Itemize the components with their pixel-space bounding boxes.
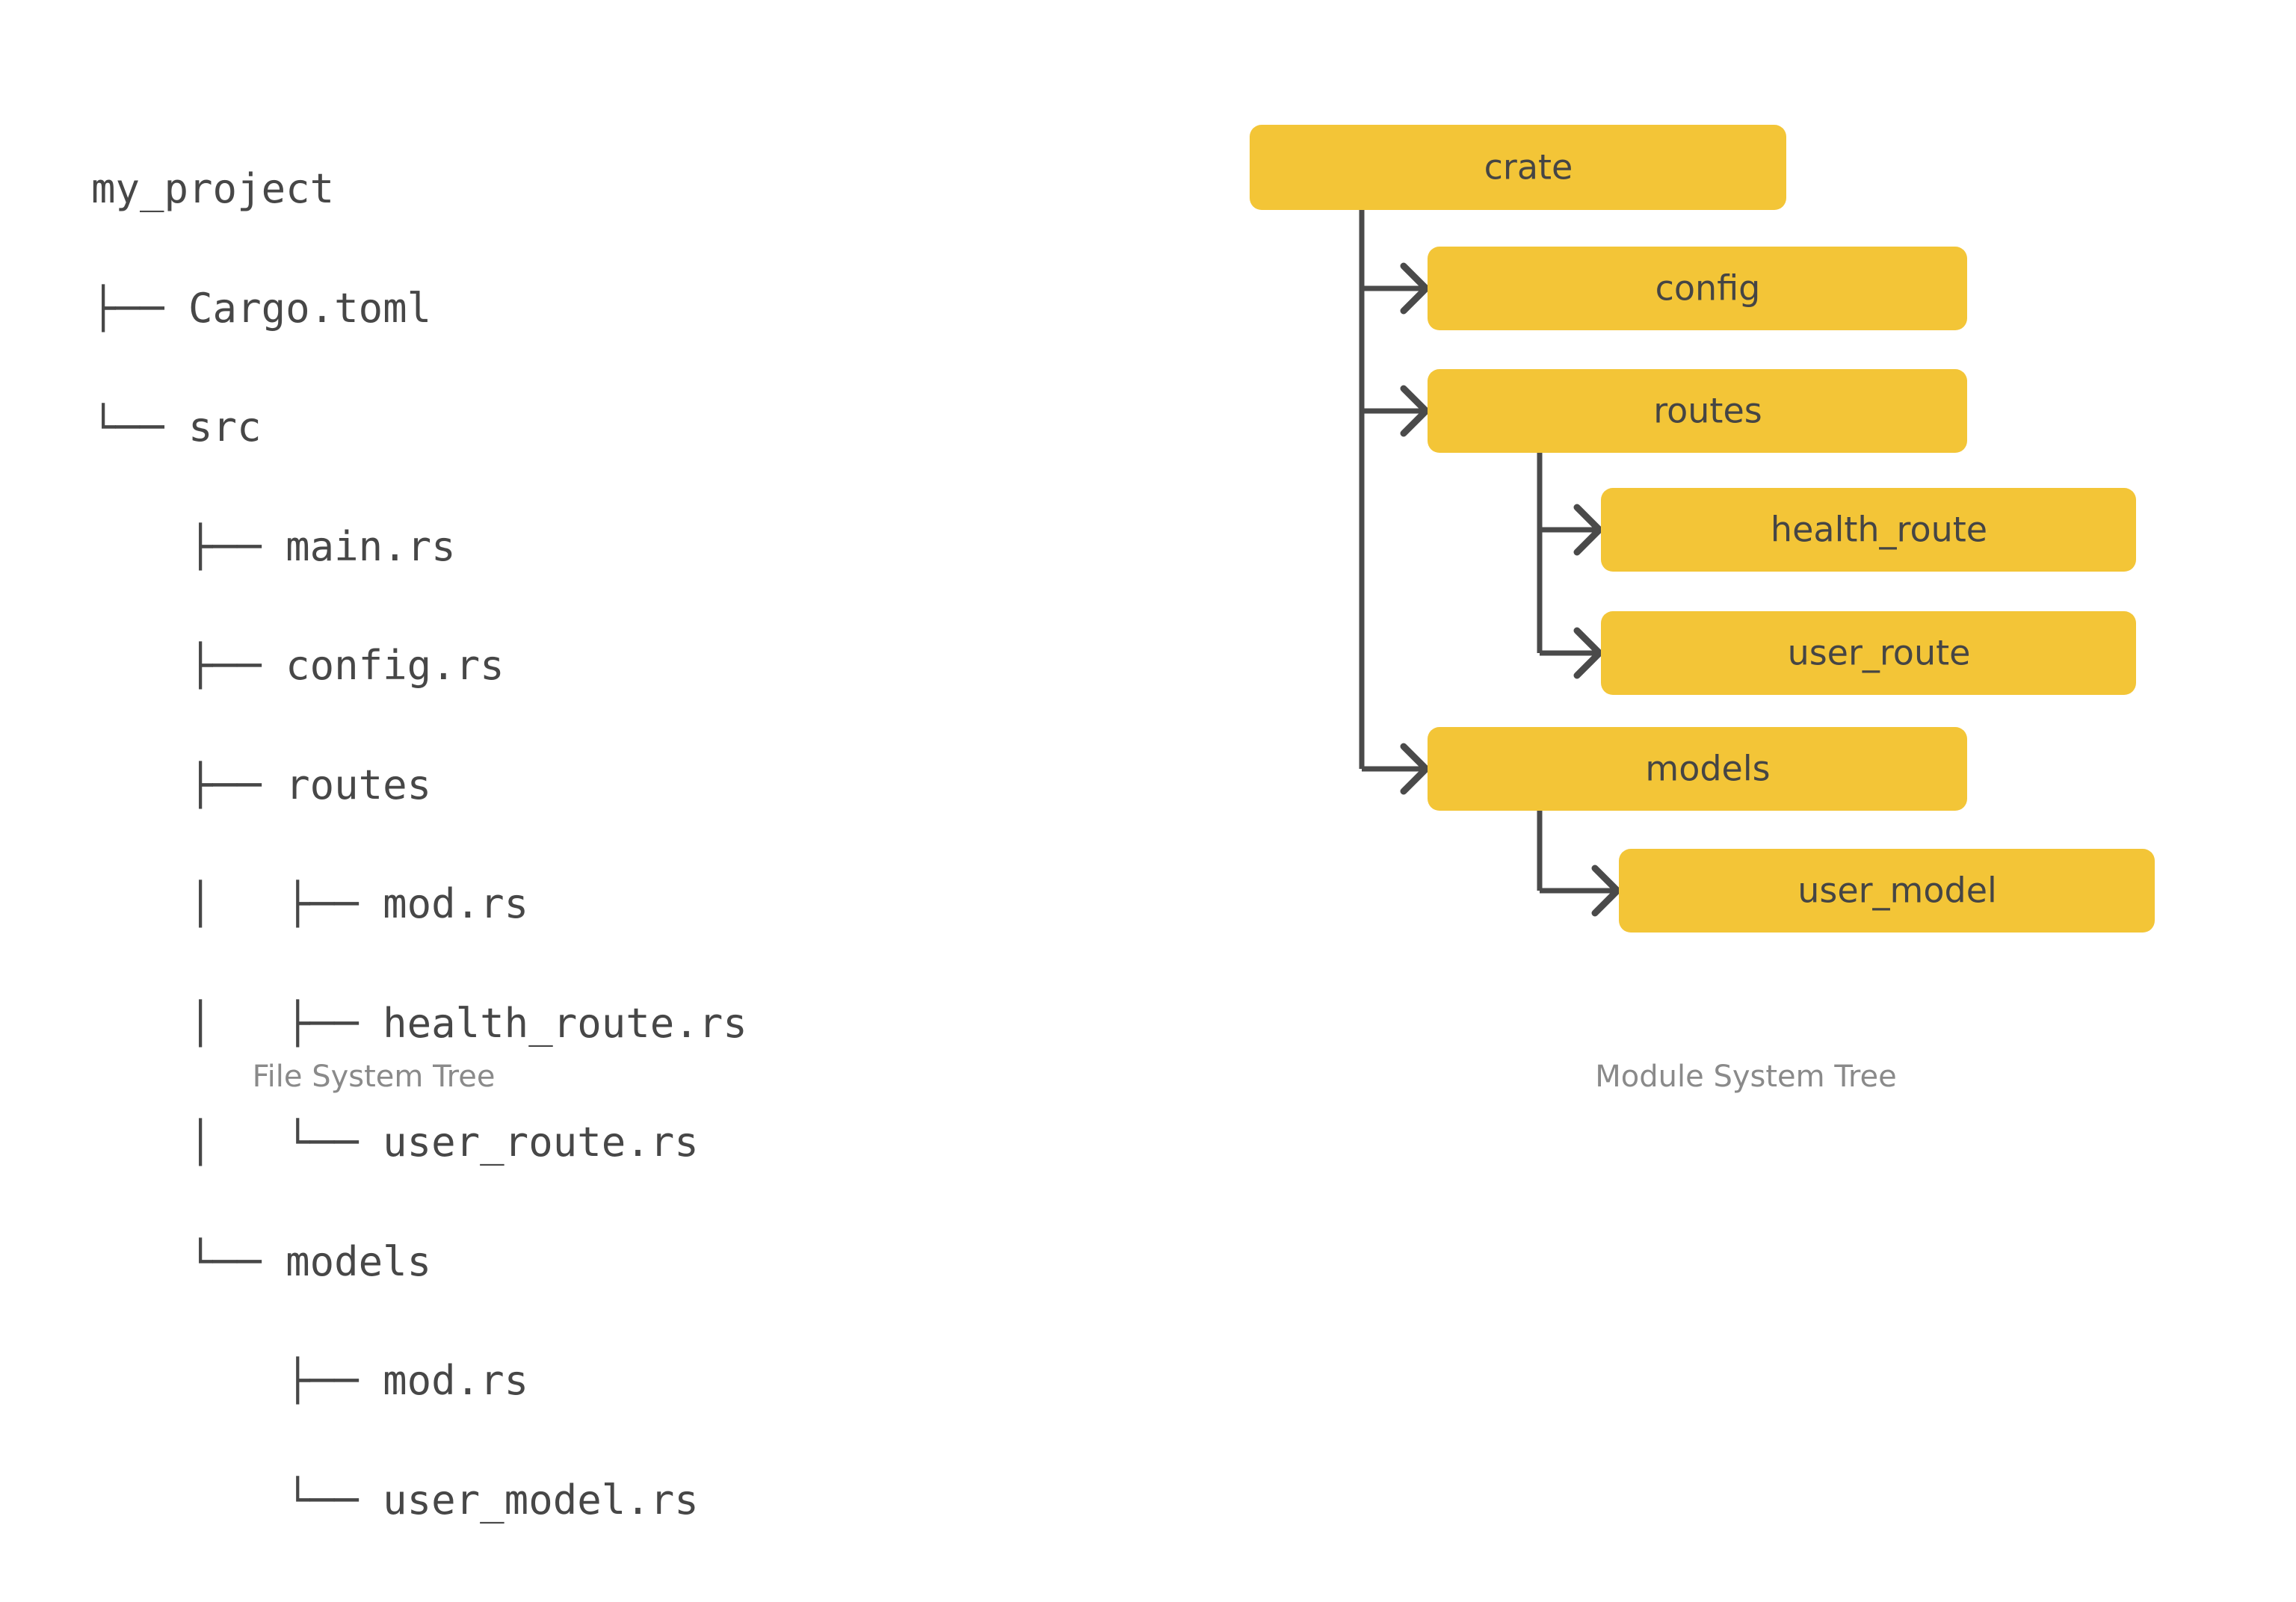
file-system-tree: my_project ├── Cargo.toml └── src ├── ma… [91,88,747,1599]
tree-line: └── src [91,403,262,451]
module-node-box[interactable] [1250,125,1786,210]
tree-line: │ ├── mod.rs [91,880,529,927]
arrow-head-icon [1400,743,1430,795]
arrow-head-icon [1573,627,1603,679]
module-node-box[interactable] [1428,369,1967,453]
module-node-box[interactable] [1428,727,1967,811]
module-node[interactable]: config [1428,247,1967,330]
arrow-head-icon [1573,504,1603,556]
module-node[interactable]: routes [1428,369,1967,453]
module-node[interactable]: user_model [1619,849,2155,933]
module-node-label: health_route [1771,510,1987,550]
tree-line: my_project [91,165,335,212]
arrow-head-icon [1400,385,1430,437]
module-node[interactable]: models [1428,727,1967,811]
module-node-label: crate [1484,147,1573,188]
module-node[interactable]: crate [1250,125,1786,210]
arrow-head-icon [1400,262,1430,315]
file-system-panel: my_project ├── Cargo.toml └── src ├── ma… [0,0,1148,1520]
module-node-label: user_model [1797,870,1997,911]
module-node[interactable]: user_route [1601,611,2136,695]
tree-line: │ └── user_route.rs [91,1119,699,1166]
file-system-caption: File System Tree [252,1060,496,1094]
module-node-label: config [1655,268,1761,309]
module-system-caption: Module System Tree [1595,1060,1897,1094]
module-node[interactable]: health_route [1601,488,2136,572]
module-node-label: models [1645,749,1770,789]
tree-line: │ ├── health_route.rs [91,999,747,1047]
module-node-label: user_route [1788,633,1971,673]
module-node-box[interactable] [1619,849,2155,933]
module-tree-edges [1359,210,1621,917]
tree-line: ├── main.rs [91,522,456,570]
module-node-box[interactable] [1428,247,1967,330]
tree-line: ├── config.rs [91,642,504,689]
tree-line: ├── mod.rs [91,1357,529,1404]
arrow-head-icon [1591,865,1621,917]
tree-line: ├── Cargo.toml [91,284,432,332]
tree-line: └── user_model.rs [91,1476,699,1524]
module-node-box[interactable] [1601,611,2136,695]
module-tree-graph: crate config routes health_route user_routem… [1250,125,2155,933]
module-node-label: routes [1653,391,1762,431]
module-node-box[interactable] [1601,488,2136,572]
tree-line: ├── routes [91,761,432,808]
module-tree-nodes: crate config routes health_route user_routem… [1250,125,2155,933]
tree-line: └── models [91,1237,432,1285]
